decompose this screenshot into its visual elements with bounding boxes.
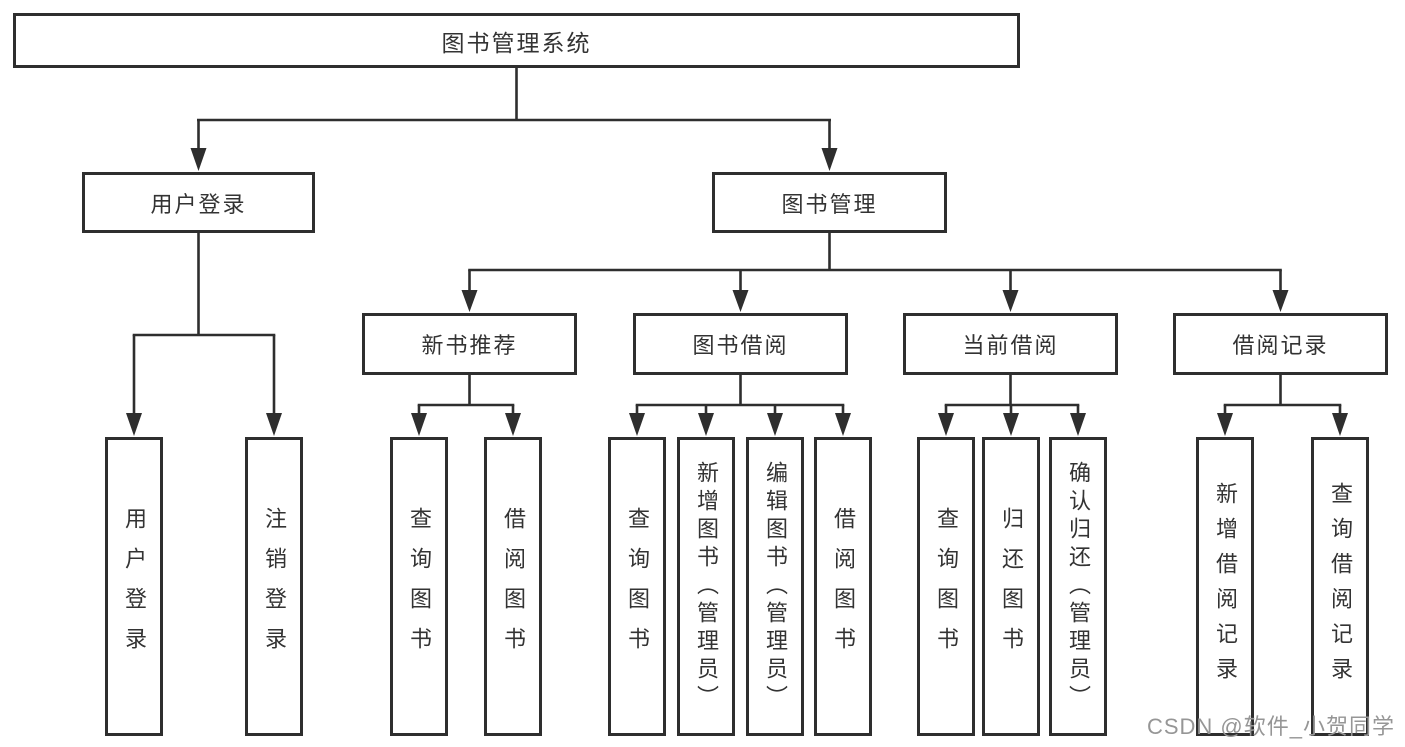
node-label: 借阅图书 bbox=[501, 506, 526, 667]
node-library-management-system: 图书管理系统 bbox=[13, 13, 1020, 68]
node-new-book-recommend: 新书推荐 bbox=[362, 313, 577, 375]
node-label: 用户登录 bbox=[122, 506, 147, 667]
leaf-query-borrow-record: 查询借阅记录 bbox=[1311, 437, 1369, 736]
node-current-borrow: 当前借阅 bbox=[903, 313, 1118, 375]
node-label: 图书管理 bbox=[781, 191, 878, 217]
node-book-management: 图书管理 bbox=[712, 172, 947, 233]
node-label: 查询图书 bbox=[407, 506, 432, 667]
node-label: 注销登录 bbox=[262, 506, 287, 667]
node-label: 新增图书（管理员） bbox=[694, 460, 719, 713]
node-label: 编辑图书（管理员） bbox=[763, 460, 788, 713]
leaf-add-borrow-record: 新增借阅记录 bbox=[1196, 437, 1254, 736]
node-label: 查询图书 bbox=[625, 506, 650, 667]
edge-new-book-recommend-fork bbox=[411, 375, 521, 436]
node-label: 查询图书 bbox=[934, 506, 959, 667]
edge-root-to-level2 bbox=[190, 68, 838, 171]
node-label: 图书借阅 bbox=[692, 333, 789, 358]
leaf-confirm-return-admin: 确认归还（管理员） bbox=[1049, 437, 1107, 736]
csdn-watermark: CSDN @软件_小贺同学 bbox=[1146, 714, 1395, 739]
leaf-query-books-borrow: 查询图书 bbox=[608, 437, 666, 736]
edge-user-login-fork bbox=[126, 233, 282, 436]
leaf-return-books: 归还图书 bbox=[982, 437, 1040, 736]
node-label: 图书管理系统 bbox=[441, 29, 592, 56]
leaf-edit-book-admin: 编辑图书（管理员） bbox=[746, 437, 804, 736]
leaf-add-book-admin: 新增图书（管理员） bbox=[677, 437, 735, 736]
node-borrow-records: 借阅记录 bbox=[1173, 313, 1388, 375]
leaf-query-books-current: 查询图书 bbox=[917, 437, 975, 736]
edge-borrow-records-fork bbox=[1217, 375, 1348, 436]
node-label: 用户登录 bbox=[150, 191, 247, 217]
node-label: 新书推荐 bbox=[421, 333, 518, 358]
leaf-user-login: 用户登录 bbox=[105, 437, 163, 736]
leaf-query-books-recommend: 查询图书 bbox=[390, 437, 448, 736]
edge-book-management-fork bbox=[461, 233, 1289, 312]
node-label: 查询借阅记录 bbox=[1328, 481, 1353, 692]
leaf-borrow-books-borrow: 借阅图书 bbox=[814, 437, 872, 736]
node-book-borrow: 图书借阅 bbox=[633, 313, 848, 375]
node-label: 新增借阅记录 bbox=[1213, 481, 1238, 692]
node-label: 确认归还（管理员） bbox=[1066, 460, 1091, 713]
node-label: 借阅记录 bbox=[1232, 333, 1329, 358]
node-label: 借阅图书 bbox=[831, 506, 856, 667]
leaf-borrow-books-recommend: 借阅图书 bbox=[484, 437, 542, 736]
node-label: 当前借阅 bbox=[962, 333, 1059, 358]
node-user-login: 用户登录 bbox=[82, 172, 315, 233]
node-label: 归还图书 bbox=[999, 506, 1024, 667]
edge-current-borrow-fork bbox=[938, 375, 1086, 436]
leaf-logout: 注销登录 bbox=[245, 437, 303, 736]
edge-book-borrow-fork bbox=[629, 375, 851, 436]
